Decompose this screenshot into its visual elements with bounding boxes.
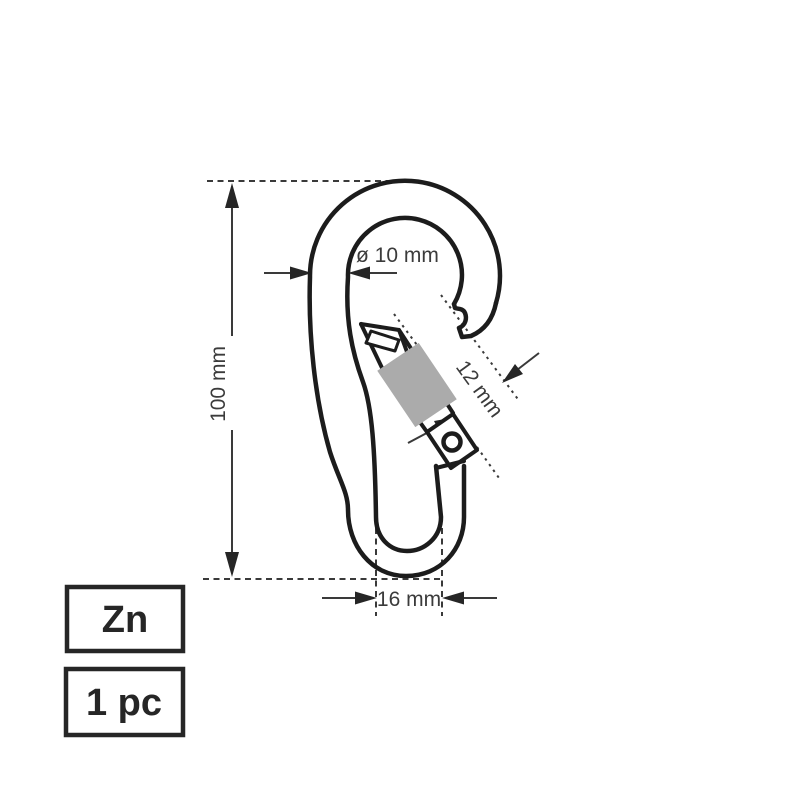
arrow-left-icon	[348, 266, 370, 280]
gate-assembly	[359, 322, 479, 470]
arrow-down-icon	[225, 552, 239, 577]
quantity-badge-label: 1 pc	[86, 682, 162, 724]
construction-lines	[203, 180, 521, 616]
body-outer-contour	[307, 178, 503, 579]
body-inner-contour	[345, 215, 465, 554]
arrow-right-icon	[290, 266, 312, 280]
quantity-badge-frame	[63, 666, 186, 738]
gate-tip-edge	[359, 322, 386, 374]
gate-sleeve	[377, 342, 457, 428]
dimension-length: 100 mm	[207, 183, 239, 577]
arrow-downleft-icon	[502, 364, 523, 383]
arrow-right-icon	[355, 591, 377, 605]
material-badge-label: Zn	[102, 599, 148, 641]
arrow-up-icon	[225, 183, 239, 208]
arrow-left-icon	[442, 591, 464, 605]
gate-pivot-joint	[434, 459, 466, 470]
gate-tip-flange	[359, 322, 409, 354]
length-label: 100 mm	[207, 346, 230, 422]
dimension-wire-diameter: ø 10 mm	[264, 244, 439, 280]
gate-tip-slot	[364, 329, 401, 353]
body-nose-notch	[451, 300, 499, 340]
gate-opening-label: 12 mm	[451, 356, 507, 421]
quantity-badge: 1 pc	[63, 666, 186, 738]
dimension-eye-width: 16 mm	[322, 588, 497, 611]
gate-dim-line-upper	[516, 352, 540, 371]
eye-width-label: 16 mm	[377, 588, 441, 611]
gate-opening-line-inner-bottom	[476, 446, 500, 479]
carabiner-body	[307, 178, 503, 579]
gate-rivet-hole	[441, 431, 463, 453]
gate-opening-line-outer	[440, 294, 521, 403]
material-badge: Zn	[64, 584, 186, 654]
material-badge-frame	[64, 584, 186, 654]
wire-diameter-label: ø 10 mm	[356, 244, 439, 267]
